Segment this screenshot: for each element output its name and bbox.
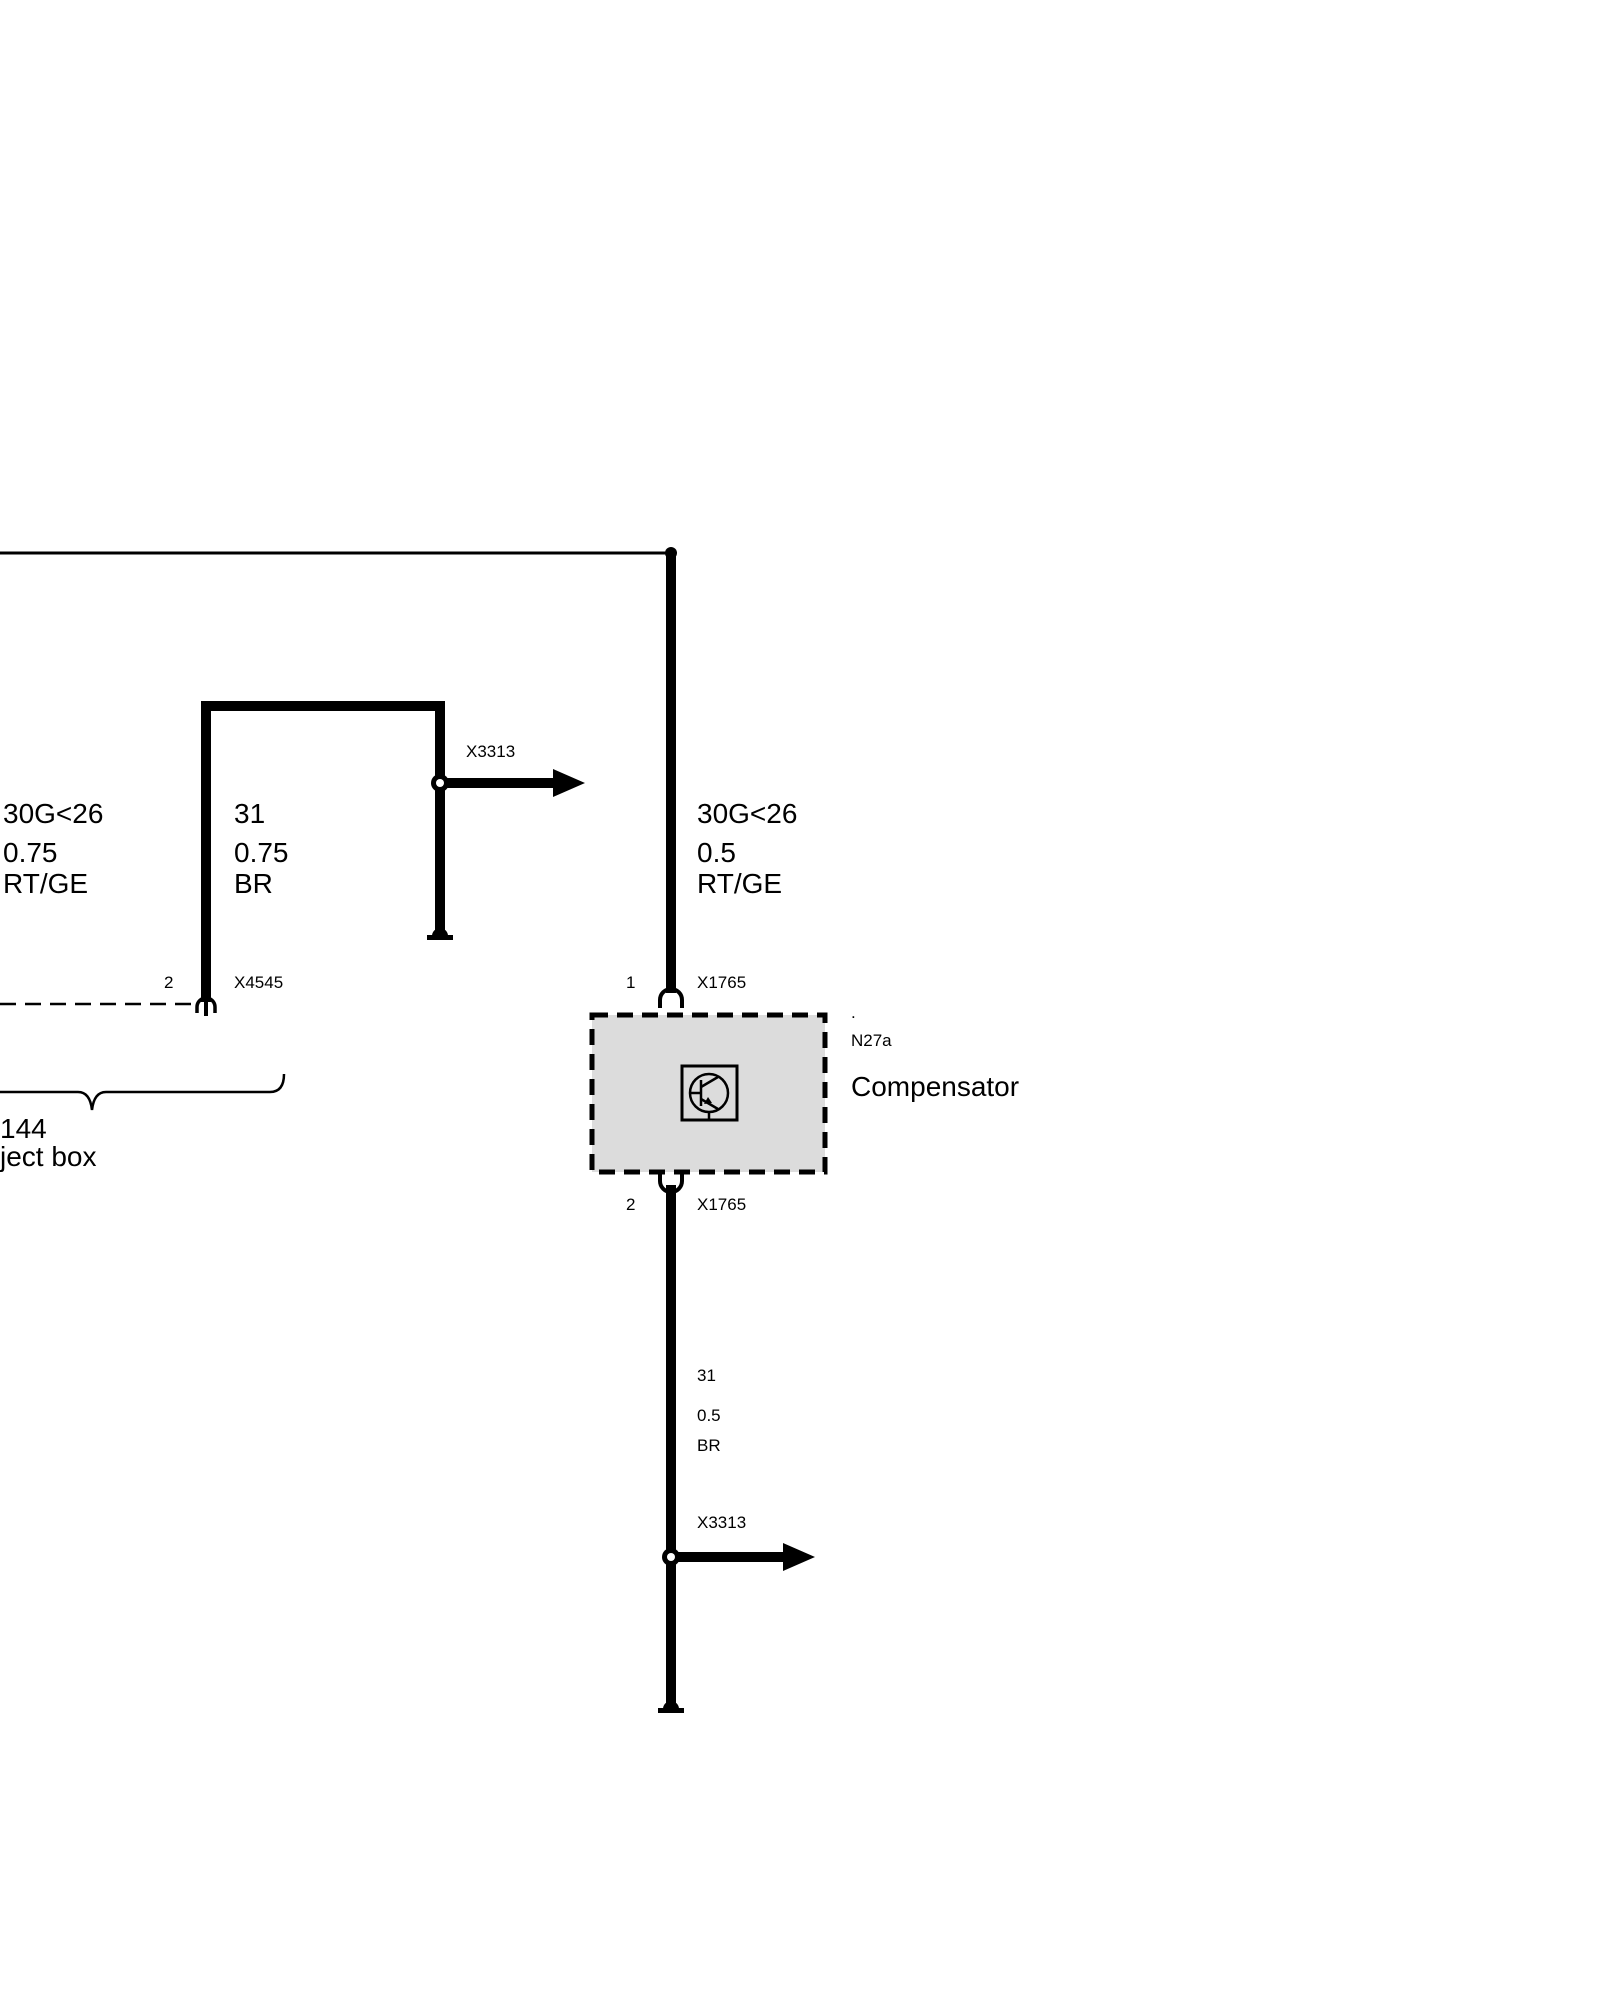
component-name: Compensator: [851, 1071, 1019, 1102]
junction-box-number: 144: [0, 1113, 47, 1144]
junction-box-brace: [0, 1073, 286, 1111]
ground-connector-top-label: X3313: [466, 742, 515, 761]
component-marker: .: [851, 1003, 856, 1022]
ground-wire-left-cross-section: 0.75: [234, 837, 289, 868]
connector-x1765-top-pin: 1: [626, 973, 635, 992]
right-wire-signal: 30G<26: [697, 798, 797, 829]
junction-dot-x3313-bottom-inner: [667, 1553, 675, 1561]
left-wire-signal: 30G<26: [3, 798, 103, 829]
connector-x4545-pin-label: 2: [164, 973, 173, 992]
junction-box-label: ject box: [0, 1141, 97, 1172]
left-wire-cross-section: 0.75: [3, 837, 58, 868]
connector-x1765-top-symbol: [658, 987, 684, 1008]
connector-x4545-symbol: [195, 996, 217, 1013]
transistor-emitter-arrow: [704, 1097, 712, 1104]
junction-dot-x3313-top-inner: [436, 779, 444, 787]
connector-x1765-top-name: X1765: [697, 973, 746, 992]
component-box[interactable]: [589, 1012, 828, 1175]
ground-wire-right-color: BR: [697, 1436, 721, 1455]
ground-wire-left-color: BR: [234, 868, 273, 899]
ground-wire-right-cross-section: 0.5: [697, 1406, 721, 1425]
connector-x1765-bottom-pin: 2: [626, 1195, 635, 1214]
right-wire-color: RT/GE: [697, 868, 782, 899]
ground-symbol-top: [432, 928, 448, 936]
ground-symbol-bottom: [663, 1701, 679, 1709]
ground-connector-bottom-label: X3313: [697, 1513, 746, 1532]
connector-x4545-name: X4545: [234, 973, 283, 992]
arrow-x3313-top-head: [553, 769, 585, 797]
component-code: N27a: [851, 1031, 892, 1050]
left-wire-color: RT/GE: [3, 868, 88, 899]
ground-bar-top: [427, 935, 453, 940]
connector-x1765-bottom-name: X1765: [697, 1195, 746, 1214]
transistor-icon: [688, 1072, 730, 1120]
ground-bar-bottom: [658, 1708, 684, 1713]
wire-31-left: [201, 701, 445, 1002]
ground-wire-right-signal: 31: [697, 1366, 716, 1385]
right-wire-cross-section: 0.5: [697, 837, 736, 868]
ground-wire-left-signal: 31: [234, 798, 265, 829]
arrow-x3313-bottom-head: [783, 1543, 815, 1571]
